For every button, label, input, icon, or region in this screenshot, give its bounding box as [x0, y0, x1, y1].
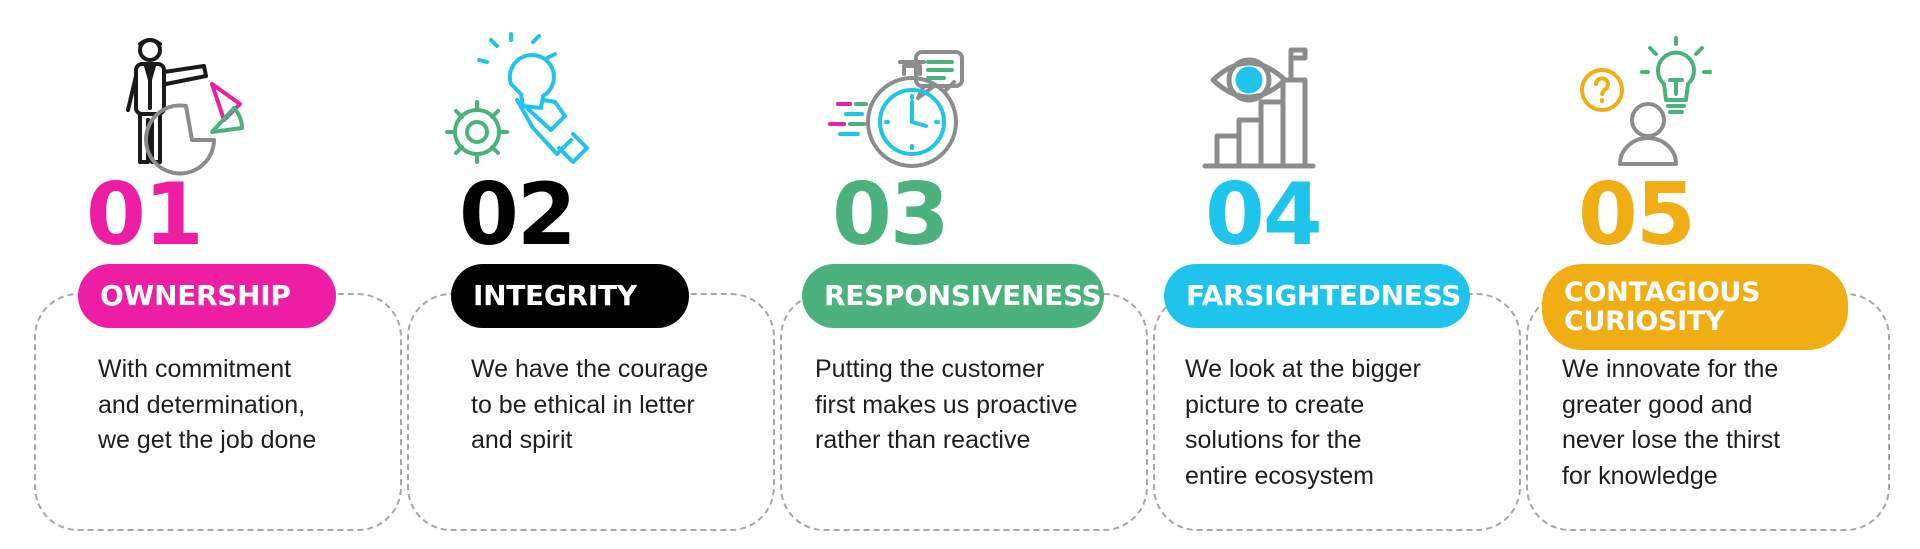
value-title-pill: OWNERSHIP	[78, 264, 336, 328]
value-number: 05	[1578, 165, 1696, 265]
value-title-pill: RESPONSIVENESS	[802, 264, 1104, 328]
value-description: We have the courage to be ethical in let…	[471, 355, 709, 454]
value-description: With commitment and determination, we ge…	[98, 355, 317, 454]
value-number: 03	[832, 165, 950, 265]
value-title-pill: INTEGRITY	[451, 264, 689, 328]
hand-lightbulb-gear-icon	[445, 32, 607, 171]
person-question-lightbulb-icon	[1566, 36, 1726, 171]
value-card-farsightedness: 04 FARSIGHTEDNESS We look at the bigger …	[1153, 0, 1525, 549]
value-number: 01	[86, 165, 204, 265]
value-description: Putting the customer first makes us proa…	[815, 355, 1078, 454]
presenter-pie-chart-icon	[74, 36, 244, 176]
value-title-pill: CONTAGIOUS CURIOSITY	[1542, 264, 1848, 350]
eye-growth-chart-icon	[1193, 36, 1353, 171]
value-description: We innovate for the greater good and nev…	[1562, 355, 1781, 490]
value-number: 02	[459, 165, 577, 265]
value-title-pill: FARSIGHTEDNESS	[1164, 264, 1470, 328]
value-description: We look at the bigger picture to create …	[1185, 355, 1421, 490]
value-card-responsiveness: 03 RESPONSIVENESS Putting the customer f…	[780, 0, 1152, 549]
stopwatch-chat-icon	[820, 36, 980, 171]
value-card-ownership: 01 OWNERSHIP With commitment and determi…	[34, 0, 406, 549]
value-number: 04	[1205, 165, 1323, 265]
value-card-integrity: 02 INTEGRITY We have the courage to be e…	[407, 0, 779, 549]
value-card-contagious-curiosity: 05 CONTAGIOUS CURIOSITY We innovate for …	[1526, 0, 1898, 549]
